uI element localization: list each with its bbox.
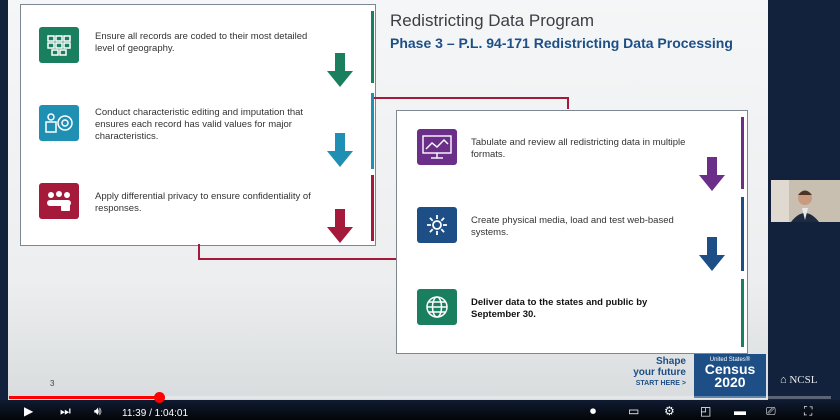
- left-step-3: Apply differential privacy to ensure con…: [21, 175, 375, 243]
- subtitles-icon[interactable]: ▭: [628, 404, 640, 418]
- people-lock-icon: [39, 183, 79, 219]
- down-arrow-icon: [699, 237, 725, 271]
- grid-icon: [39, 27, 79, 63]
- census-2020-logo: United States® Census 2020: [694, 354, 766, 398]
- records-gear-icon: [39, 105, 79, 141]
- left-step-1-text: Ensure all records are coded to their mo…: [95, 31, 308, 54]
- autoplay-toggle-icon[interactable]: ⏺: [590, 404, 597, 418]
- theater-mode-icon[interactable]: ▬: [734, 404, 746, 418]
- progress-fill: [9, 396, 159, 399]
- chart-review-icon: [417, 129, 457, 165]
- left-step-2-text: Conduct characteristic editing and imput…: [95, 107, 304, 142]
- progress-bar[interactable]: [9, 392, 831, 403]
- globe-icon: [417, 289, 457, 325]
- right-step-2: Create physical media, load and test web…: [401, 195, 744, 273]
- left-step-1: Ensure all records are coded to their mo…: [21, 5, 375, 87]
- slide-subtitle: Phase 3 – P.L. 94-171 Redistricting Data…: [390, 35, 733, 51]
- down-arrow-icon: [699, 157, 725, 191]
- slide-title: Redistricting Data Program: [390, 11, 595, 30]
- slide-page-number: 3: [50, 379, 55, 388]
- miniplayer-icon[interactable]: ◰: [700, 404, 712, 418]
- capitol-icon: ⌂: [780, 374, 787, 386]
- ncsl-watermark: ⌂ NCSL: [780, 374, 818, 386]
- play-icon[interactable]: ▶: [24, 404, 34, 418]
- left-steps-panel: Ensure all records are coded to their mo…: [20, 4, 376, 246]
- presentation-slide: Redistricting Data Program Phase 3 – P.L…: [8, 0, 768, 400]
- player-control-bar: [0, 400, 840, 420]
- census-branding: Shape your future START HERE > United St…: [616, 354, 768, 400]
- gear-icon: [417, 207, 457, 243]
- scrub-handle[interactable]: [153, 392, 165, 403]
- cast-icon[interactable]: ⎚: [766, 404, 776, 418]
- right-step-2-text: Create physical media, load and test web…: [471, 215, 674, 238]
- shape-your-future-tagline: Shape your future START HERE >: [633, 356, 686, 387]
- down-arrow-icon: [327, 209, 353, 243]
- down-arrow-icon: [327, 53, 353, 87]
- speaker-webcam-thumbnail: [771, 180, 840, 222]
- right-step-1: Tabulate and review all redistricting da…: [401, 115, 744, 191]
- right-step-1-text: Tabulate and review all redistricting da…: [471, 137, 686, 160]
- right-step-3-text: Deliver data to the states and public by…: [471, 297, 648, 320]
- fullscreen-icon[interactable]: ⛶: [804, 404, 813, 418]
- left-step-3-text: Apply differential privacy to ensure con…: [95, 191, 311, 214]
- next-icon[interactable]: ⏭: [60, 404, 71, 418]
- right-step-3: Deliver data to the states and public by…: [401, 277, 744, 349]
- settings-icon[interactable]: ⚙: [664, 404, 675, 418]
- time-display: 11:39 / 1:04:01: [122, 408, 189, 419]
- right-steps-panel: Tabulate and review all redistricting da…: [396, 110, 748, 354]
- left-step-2: Conduct characteristic editing and imput…: [21, 91, 375, 171]
- down-arrow-icon: [327, 133, 353, 167]
- volume-icon[interactable]: 🔊︎: [94, 404, 102, 418]
